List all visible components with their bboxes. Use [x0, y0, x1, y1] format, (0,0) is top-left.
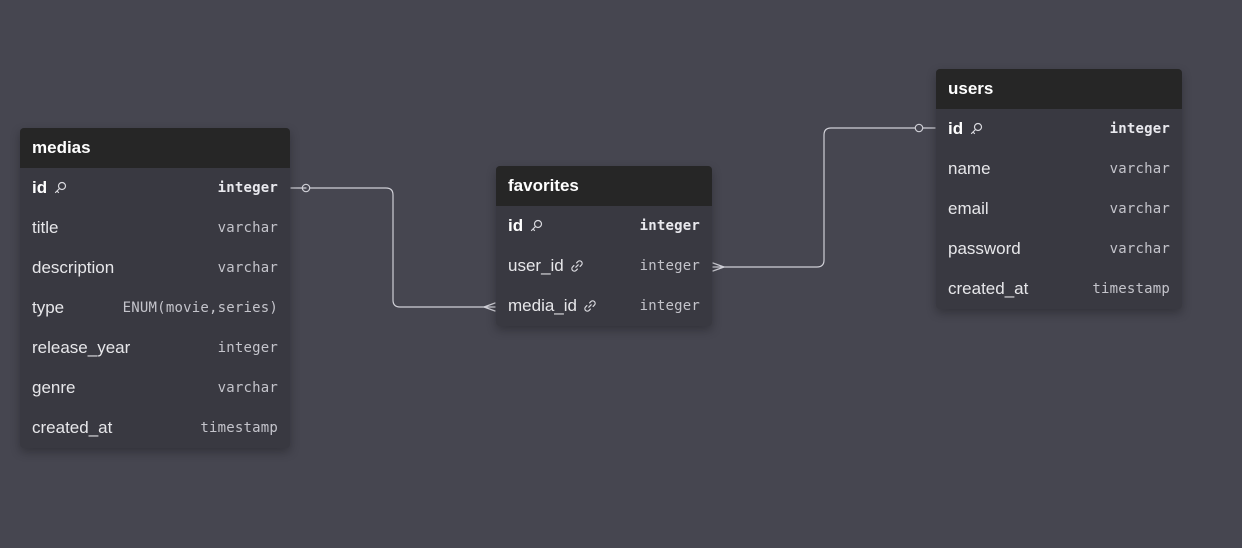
- field-name-favorites-user-id: user_id: [508, 256, 564, 275]
- relationship-users-favorites-line: [712, 127, 936, 268]
- field-name-medias-genre: genre: [32, 378, 76, 397]
- field-type-medias-genre: varchar: [217, 380, 278, 396]
- field-row-users-name[interactable]: name varchar: [936, 149, 1182, 189]
- field-type-favorites-id: integer: [639, 218, 700, 234]
- field-name-medias-created-at: created_at: [32, 418, 113, 437]
- field-row-users-created-at[interactable]: created_at timestamp: [936, 269, 1182, 309]
- field-type-medias-id: integer: [217, 180, 278, 196]
- field-type-users-password: varchar: [1109, 241, 1170, 257]
- field-type-favorites-media-id: integer: [639, 298, 700, 314]
- field-type-medias-created-at: timestamp: [200, 420, 278, 436]
- field-row-medias-description[interactable]: description varchar: [20, 248, 290, 288]
- field-type-medias-type: ENUM(movie,series): [122, 300, 278, 316]
- key-icon: [969, 122, 983, 136]
- field-name-users-password: password: [948, 239, 1021, 258]
- field-type-users-created-at: timestamp: [1092, 281, 1170, 297]
- table-favorites[interactable]: favorites id integer user_id: [496, 166, 712, 326]
- field-name-medias-type: type: [32, 298, 65, 317]
- field-row-medias-created-at[interactable]: created_at timestamp: [20, 408, 290, 448]
- field-row-favorites-id[interactable]: id integer: [496, 206, 712, 246]
- field-row-medias-release-year[interactable]: release_year integer: [20, 328, 290, 368]
- key-icon: [529, 219, 543, 233]
- field-row-users-password[interactable]: password varchar: [936, 229, 1182, 269]
- one-endpoint-medias-id: [301, 183, 311, 193]
- field-type-medias-title: varchar: [217, 220, 278, 236]
- key-icon: [53, 181, 67, 195]
- table-users[interactable]: users id integer name varchar email: [936, 69, 1182, 309]
- field-type-users-email: varchar: [1109, 201, 1170, 217]
- field-name-favorites-media-id: media_id: [508, 296, 577, 315]
- field-type-users-id: integer: [1109, 121, 1170, 137]
- field-row-favorites-media-id[interactable]: media_id integer: [496, 286, 712, 326]
- table-header-medias[interactable]: medias: [20, 128, 290, 168]
- table-header-users[interactable]: users: [936, 69, 1182, 109]
- field-name-medias-title: title: [32, 218, 59, 237]
- field-name-users-id: id: [948, 119, 964, 138]
- field-name-users-email: email: [948, 199, 989, 218]
- table-medias[interactable]: medias id integer title varchar des: [20, 128, 290, 448]
- field-row-medias-id[interactable]: id integer: [20, 168, 290, 208]
- field-name-medias-id: id: [32, 178, 48, 197]
- field-type-medias-release-year: integer: [217, 340, 278, 356]
- field-name-medias-description: description: [32, 258, 115, 277]
- field-type-favorites-user-id: integer: [639, 258, 700, 274]
- table-header-favorites[interactable]: favorites: [496, 166, 712, 206]
- field-row-users-id[interactable]: id integer: [936, 109, 1182, 149]
- many-endpoint-favorites-user-id: [712, 262, 725, 272]
- field-type-users-name: varchar: [1109, 161, 1170, 177]
- field-name-favorites-id: id: [508, 216, 524, 235]
- field-row-favorites-user-id[interactable]: user_id integer: [496, 246, 712, 286]
- field-row-medias-type[interactable]: type ENUM(movie,series): [20, 288, 290, 328]
- field-row-users-email[interactable]: email varchar: [936, 189, 1182, 229]
- field-row-medias-genre[interactable]: genre varchar: [20, 368, 290, 408]
- relationship-medias-favorites-line: [290, 187, 496, 308]
- field-name-medias-release-year: release_year: [32, 338, 131, 357]
- link-icon: [583, 299, 597, 313]
- link-icon: [570, 259, 584, 273]
- one-endpoint-users-id: [914, 123, 924, 133]
- many-endpoint-favorites-media-id: [483, 302, 496, 312]
- field-name-users-created-at: created_at: [948, 279, 1029, 298]
- field-row-medias-title[interactable]: title varchar: [20, 208, 290, 248]
- field-type-medias-description: varchar: [217, 260, 278, 276]
- field-name-users-name: name: [948, 159, 991, 178]
